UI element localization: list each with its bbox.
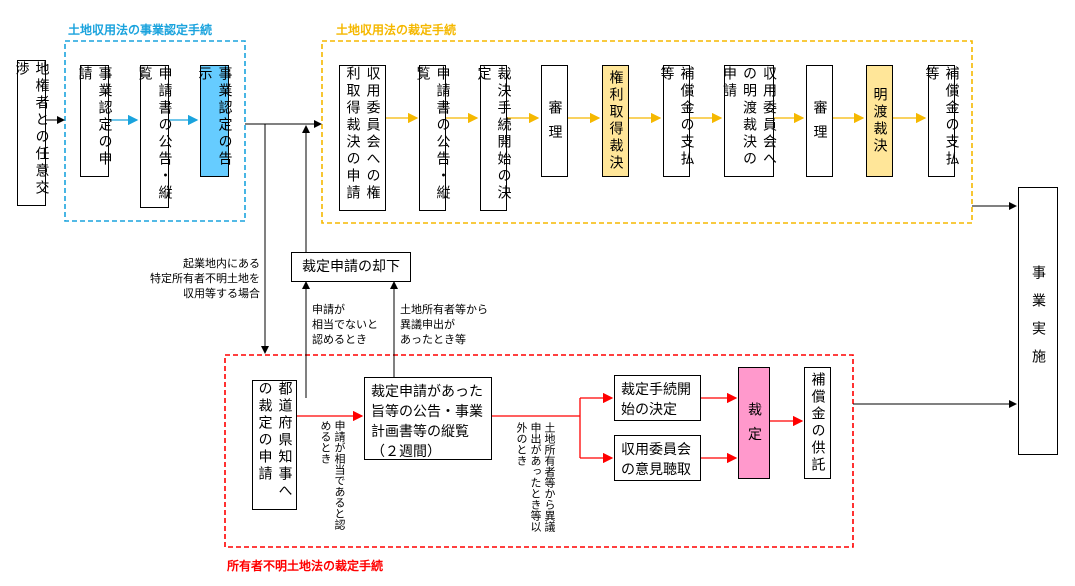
fumei-kaishi-box: 裁定手続開始の決定 <box>614 375 701 421</box>
nintei-kokuji-box: 事業認定の告示 <box>197 65 233 177</box>
shinri1-box: 審 理 <box>541 65 568 177</box>
chiji-box: 都道府県知事への裁定の申請 <box>252 380 297 510</box>
akewatashi-shinsei-box: 収用委員会への明渡裁決の申請 <box>721 65 777 177</box>
soto-nai-note: 申請が 相当でないと 認めるとき <box>312 303 378 346</box>
nintei-shinsei-box: 事業認定の申請 <box>77 65 113 177</box>
kyotaku-box: 補償金の供託 <box>804 367 831 479</box>
kigyo-note: 起業地内にある 特定所有者不明土地を 収用等する場合 <box>150 257 260 300</box>
saitei-frame <box>321 40 973 224</box>
hosho1-box: 補償金の支払等 <box>659 65 695 177</box>
kenri-saiketsu-box: 権利取得裁決 <box>602 65 629 177</box>
saitei-box: 裁 定 <box>738 367 770 479</box>
saitei-label: 土地収用法の裁定手続 <box>336 23 457 37</box>
hosho2-box: 補償金の支払等 <box>924 65 960 177</box>
soto-note: 申請が相当であると認めるとき <box>319 420 346 530</box>
kokoku2-box: 申請書の公告・縦覧 <box>415 65 451 211</box>
kyakka-box: 裁定申請の却下 <box>291 252 411 282</box>
shinsei-kokoku-box: 申請書の公告・縦覧 <box>137 65 173 208</box>
fumei-frame <box>224 354 854 548</box>
igi-note: 土地所有者等から 異議申出が あったとき等 <box>400 303 488 346</box>
akewatashi-box: 明渡裁決 <box>866 65 893 177</box>
fumei-label: 所有者不明土地法の裁定手続 <box>227 559 384 573</box>
kenri-shinsei-box: 収用委員会への権利取得裁決の申請 <box>339 65 386 211</box>
jigyo-nintei-label: 土地収用法の事業認定手続 <box>68 23 213 37</box>
igai-note: 土地所有者等から異議申出があったとき等以外のとき <box>515 422 556 532</box>
fumei-kokoku-box: 裁定申請があった旨等の公告・事業計画書等の縦覧（２週間） <box>364 377 492 460</box>
kaishi-box: 裁決手続開始の決定 <box>476 65 512 211</box>
kosho-box: 地権者との任意交渉 <box>14 60 50 206</box>
jigyo-box: 事業実施 <box>1018 187 1058 455</box>
iken-box: 収用委員会の意見聴取 <box>614 435 701 481</box>
jigyo-nintei-frame <box>64 40 246 222</box>
shinri2-box: 審 理 <box>806 65 833 177</box>
